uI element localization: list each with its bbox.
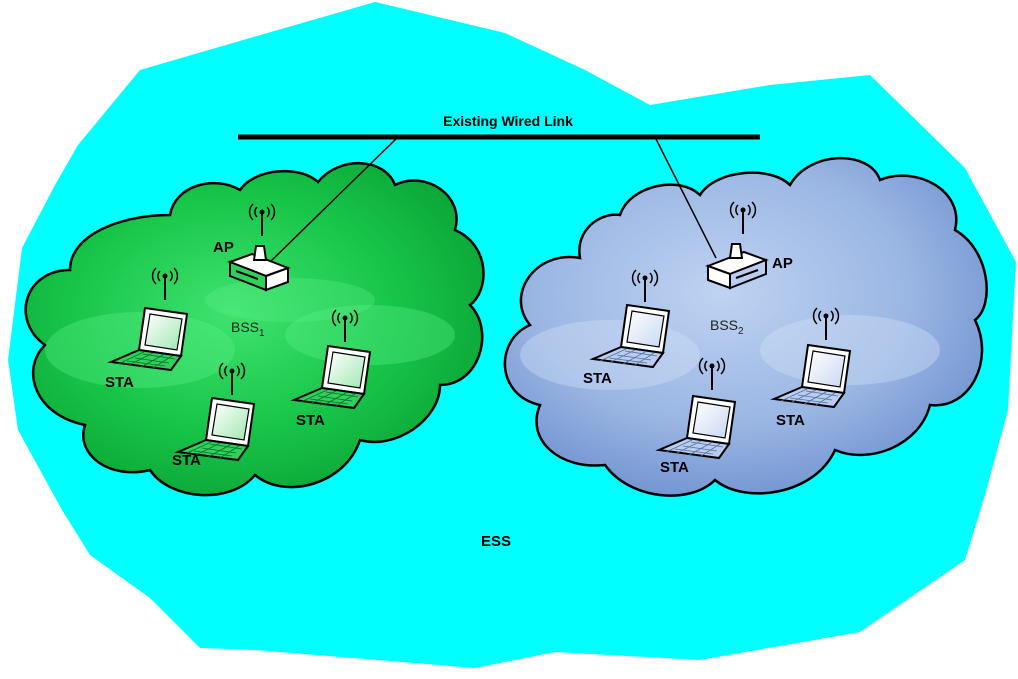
bss2-sta-label: STA [660, 459, 689, 476]
bss1-sta-label: STA [105, 374, 134, 391]
bss1-label: BSS1 [231, 319, 265, 339]
ess-region [8, 2, 1016, 668]
bss2-sta-label: STA [776, 412, 805, 429]
wired-link-label: Existing Wired Link [443, 113, 573, 129]
bss2-sta-label: STA [583, 370, 612, 387]
wire-to-ap2 [654, 136, 717, 259]
bss1-sta-label: STA [296, 412, 325, 429]
bss1-sta-label: STA [172, 452, 201, 469]
ap1-label: AP [213, 239, 234, 256]
wire-to-ap1 [269, 136, 399, 263]
ess-label: ESS [481, 533, 511, 550]
bss2-label: BSS2 [710, 317, 744, 337]
ap2-label: AP [772, 255, 793, 272]
